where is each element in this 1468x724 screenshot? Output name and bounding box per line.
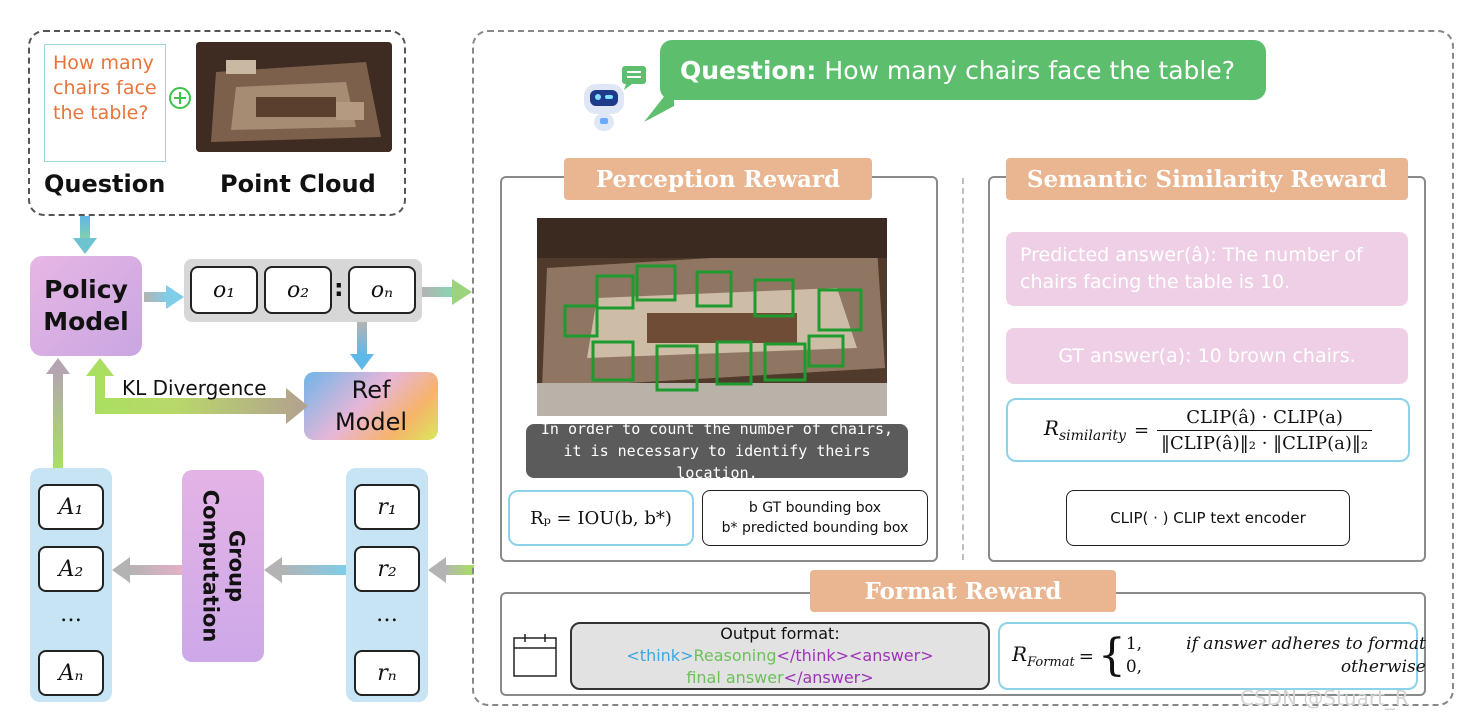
reward-r1: r₁ (354, 484, 420, 530)
watermark: CSDN @Stuart_R (1240, 686, 1409, 710)
answer-open-tag: <answer> (849, 646, 934, 665)
ref-model: Ref Model (304, 372, 438, 440)
perception-formula: Rₚ = IOU(b, b*) (508, 490, 694, 546)
similarity-denominator: ‖CLIP(â)‖₂ · ‖CLIP(a)‖₂ (1161, 432, 1369, 454)
format-equals: = (1078, 645, 1094, 667)
brace: { (1097, 630, 1126, 681)
scene-image (537, 218, 887, 416)
predicted-answer: Predicted answer(â): The number of chair… (1006, 232, 1408, 306)
gt-answer: GT answer(a): 10 brown chairs. (1006, 328, 1408, 384)
perception-caption: In order to count the number of chairs, … (526, 420, 908, 482)
panel-divider (962, 178, 964, 560)
case2-condition: otherwise (1340, 657, 1426, 677)
arrow-right-icon (422, 279, 472, 305)
case1-value: 1, (1125, 634, 1143, 654)
input-panel (28, 30, 406, 216)
arrow-down-icon (73, 216, 97, 254)
advantage-a1: A₁ (38, 484, 104, 530)
group-computation: Group Computation (182, 470, 264, 662)
perception-title: Perception Reward (564, 158, 872, 200)
format-lhs: RFormat (1012, 642, 1075, 670)
final-text: final (686, 668, 721, 687)
arrow-left-icon (112, 557, 184, 583)
reward-rn: rₙ (354, 650, 420, 696)
calendar-icon (513, 634, 557, 677)
advantage-ellipsis: … (60, 602, 82, 627)
similarity-lhs: Rsimilarity (1043, 416, 1126, 444)
question-prefix: Question: (680, 55, 817, 85)
clip-note: CLIP( · ) CLIP text encoder (1066, 490, 1350, 546)
fraction-bar (1157, 429, 1373, 431)
arrow-left-icon (264, 557, 346, 583)
case1-condition: if answer adheres to format (1186, 634, 1426, 654)
think-close-tag: </think> (776, 646, 849, 665)
similarity-sub: similarity (1058, 428, 1126, 444)
equals-sign: = (1133, 419, 1150, 441)
ref-model-label: Ref Model (334, 376, 408, 436)
bbox-legend: b GT bounding box b* predicted bounding … (702, 490, 928, 546)
plus-icon (169, 87, 191, 109)
answer-close-tag: </answer> (783, 668, 874, 687)
group-computation-label: Group Computation (198, 489, 249, 643)
reward-ellipsis: … (376, 602, 398, 627)
advantage-a2: A₂ (38, 546, 104, 592)
format-formula: RFormat = { 1, if answer adheres to form… (998, 622, 1426, 690)
similarity-formula: Rsimilarity = CLIP(â) · CLIP(a) ‖CLIP(â)… (1006, 398, 1410, 462)
robot-icon (584, 66, 646, 131)
question-body: How many chairs face the table? (824, 55, 1235, 85)
legend-pred: b* predicted bounding box (721, 520, 909, 536)
format-cases: 1, if answer adheres to format 0, otherw… (1126, 633, 1426, 679)
arrow-down-icon (350, 322, 374, 370)
output-format-template: <think>Reasoning</think><answer> final a… (610, 645, 950, 689)
format-title: Format Reward (810, 570, 1116, 612)
think-open-tag: <think> (626, 646, 694, 665)
semantic-title: Semantic Similarity Reward (1006, 158, 1408, 200)
arrow-left-icon (428, 557, 474, 583)
reward-panel (472, 30, 1454, 706)
question-label: Question (44, 170, 166, 198)
similarity-numerator: CLIP(â) · CLIP(a) (1186, 406, 1343, 428)
arrow-right-icon (144, 285, 184, 309)
output-o2: o₂ (264, 266, 332, 314)
reasoning-text: Reasoning (693, 646, 777, 665)
question-bubble: Question: How many chairs face the table… (660, 40, 1266, 100)
advantage-an: Aₙ (38, 650, 104, 696)
question-text: How many chairs face the table? (44, 44, 166, 162)
arrow-up-icon (46, 358, 70, 468)
output-format-label: Output format: (720, 624, 840, 643)
colon-separator: : (334, 274, 344, 302)
point-cloud-label: Point Cloud (220, 170, 376, 198)
output-format-box: Output format: <think>Reasoning</think><… (570, 622, 990, 690)
output-o1: o₁ (190, 266, 258, 314)
kl-divergence-label: KL Divergence (122, 376, 267, 400)
similarity-fraction: CLIP(â) · CLIP(a) ‖CLIP(â)‖₂ · ‖CLIP(a)‖… (1157, 406, 1373, 454)
policy-model-label: Policy Model (43, 275, 129, 336)
policy-model: Policy Model (30, 256, 142, 356)
format-sub: Format (1027, 655, 1075, 670)
answer-text: answer (725, 668, 784, 687)
case2-value: 0, (1125, 657, 1143, 677)
legend-gt: b GT bounding box (748, 500, 882, 516)
kl-divergence-arrow (86, 358, 308, 424)
output-on: oₙ (348, 266, 416, 314)
reward-r2: r₂ (354, 546, 420, 592)
point-cloud-image (196, 42, 392, 152)
